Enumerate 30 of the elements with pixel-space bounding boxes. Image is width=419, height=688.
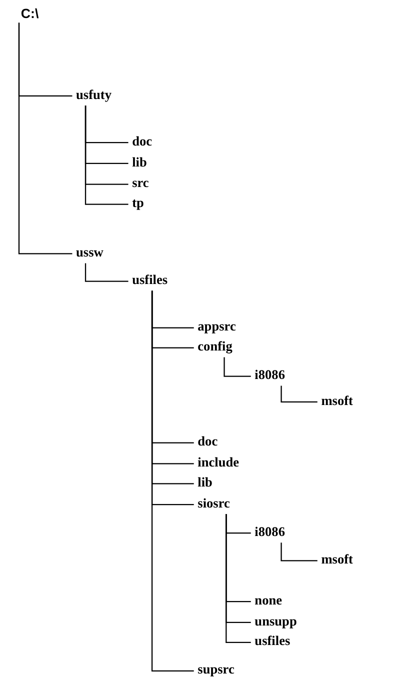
- folder-name: i8086: [254, 526, 285, 541]
- folder-name: C:\: [20, 6, 39, 21]
- folder-name: msoft: [321, 394, 353, 410]
- folder-name: src: [132, 176, 149, 192]
- folder-name: siosrc: [198, 497, 230, 512]
- folder-name: lib: [198, 476, 212, 492]
- tree-connector: [84, 263, 128, 282]
- folder-name: usfuty: [76, 88, 112, 104]
- tree-connector: [226, 514, 251, 643]
- folder-name: lib: [132, 156, 147, 172]
- folder-name: i8086: [254, 368, 285, 384]
- folder-name: usfiles: [132, 274, 168, 289]
- folder-name: include: [198, 456, 240, 472]
- folder-name: doc: [132, 134, 152, 150]
- folder-name: usfiles: [254, 634, 290, 650]
- tree-connector: [151, 290, 194, 672]
- tree-connector: [224, 357, 251, 377]
- tree-connector: [18, 22, 72, 254]
- folder-name: doc: [198, 435, 218, 450]
- tree-connector: [280, 386, 318, 403]
- folder-name: config: [198, 340, 232, 356]
- folder-name: ussw: [76, 246, 104, 262]
- tree-connector: [280, 542, 318, 562]
- folder-name: none: [254, 594, 282, 610]
- tree-connector: [84, 105, 128, 205]
- folder-name: msoft: [321, 553, 353, 568]
- folder-name: unsupp: [254, 614, 297, 630]
- folder-name: appsrc: [198, 320, 236, 336]
- folder-name: tp: [132, 196, 144, 212]
- folder-name: supsrc: [198, 663, 234, 678]
